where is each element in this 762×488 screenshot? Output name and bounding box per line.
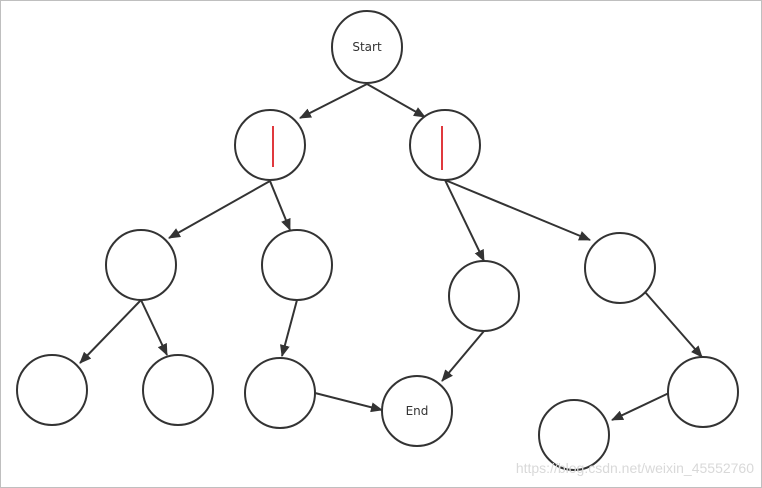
edge-n4-n9 <box>280 299 298 357</box>
level3-node-d <box>667 356 739 428</box>
edge-n1-n3 <box>168 180 271 239</box>
edge-n6-n10 <box>644 291 703 358</box>
end-node <box>381 375 453 447</box>
edge-n1-n4 <box>269 180 291 231</box>
leaf-node-a <box>16 354 88 426</box>
edge-n9-end <box>314 392 383 413</box>
start-node <box>331 10 403 84</box>
watermark-text: https://blog.csdn.net/weixin_45552760 <box>515 460 754 476</box>
edges <box>79 83 703 421</box>
level1-left-node <box>234 109 306 181</box>
edge-n2-n5 <box>444 179 485 262</box>
nodes: Start End <box>16 10 739 471</box>
level2-node-d <box>584 232 656 304</box>
level1-right-node <box>409 109 481 181</box>
edge-n2-n6 <box>444 179 591 241</box>
level3-node-c <box>244 357 316 429</box>
edge-start-n2 <box>366 83 426 118</box>
level2-node-b <box>261 229 333 301</box>
level2-node-c <box>448 260 520 332</box>
edge-n5-end <box>441 330 485 382</box>
start-node-label: Start <box>352 40 382 54</box>
level2-node-a <box>105 229 177 301</box>
edge-start-n1 <box>299 83 368 119</box>
edge-n10-n11 <box>611 392 670 421</box>
edge-n3-n8 <box>140 299 168 356</box>
leaf-node-e <box>538 399 610 471</box>
end-node-label: End <box>406 404 429 418</box>
leaf-node-b <box>142 354 214 426</box>
edge-n3-n7 <box>79 299 142 364</box>
